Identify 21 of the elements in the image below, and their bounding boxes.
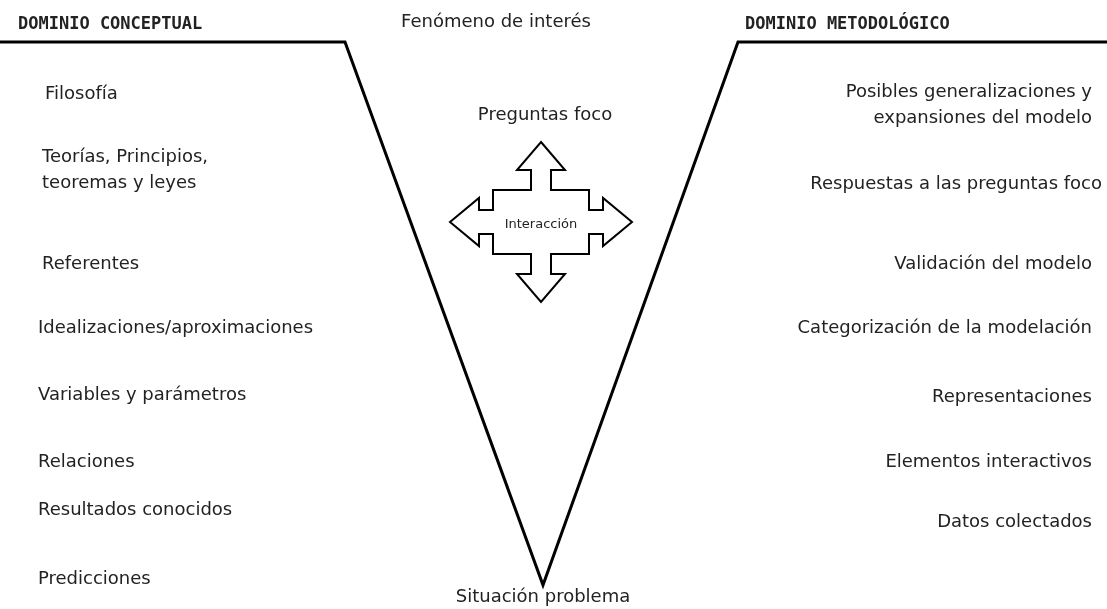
method-item: Representaciones — [932, 384, 1092, 408]
focus-label: Preguntas foco — [477, 102, 613, 126]
concept-item: Resultados conocidos — [38, 497, 233, 521]
concept-item: Relaciones — [38, 449, 135, 473]
concept-item: Teorías, Principios, teoremas y leyes — [42, 144, 210, 194]
method-item: Respuestas a las preguntas foco — [810, 171, 1102, 195]
focus-label: Fenómeno de interés — [401, 9, 591, 33]
concept-item: Variables y parámetros — [38, 382, 247, 406]
concept-item: Referentes — [42, 251, 140, 275]
concept-item: Predicciones — [38, 566, 151, 590]
focus-label: Situación problema — [455, 584, 631, 608]
method-item: Elementos interactivos — [885, 449, 1092, 473]
method-item: Validación del modelo — [894, 251, 1092, 275]
method-item: Datos colectados — [937, 509, 1092, 533]
concept-item: Idealizaciones/aproximaciones — [38, 315, 314, 339]
method-item: Posibles generalizaciones y expansiones del modelo — [844, 79, 1092, 129]
domain-heading: DOMINIO METODOLÓGICO — [745, 11, 950, 35]
arrow-label: Interacción — [504, 215, 578, 230]
concept-item: Filosofía — [45, 81, 118, 105]
domain-heading: DOMINIO CONCEPTUAL — [18, 12, 203, 35]
method-item: Categorización de la modelación — [797, 315, 1092, 339]
